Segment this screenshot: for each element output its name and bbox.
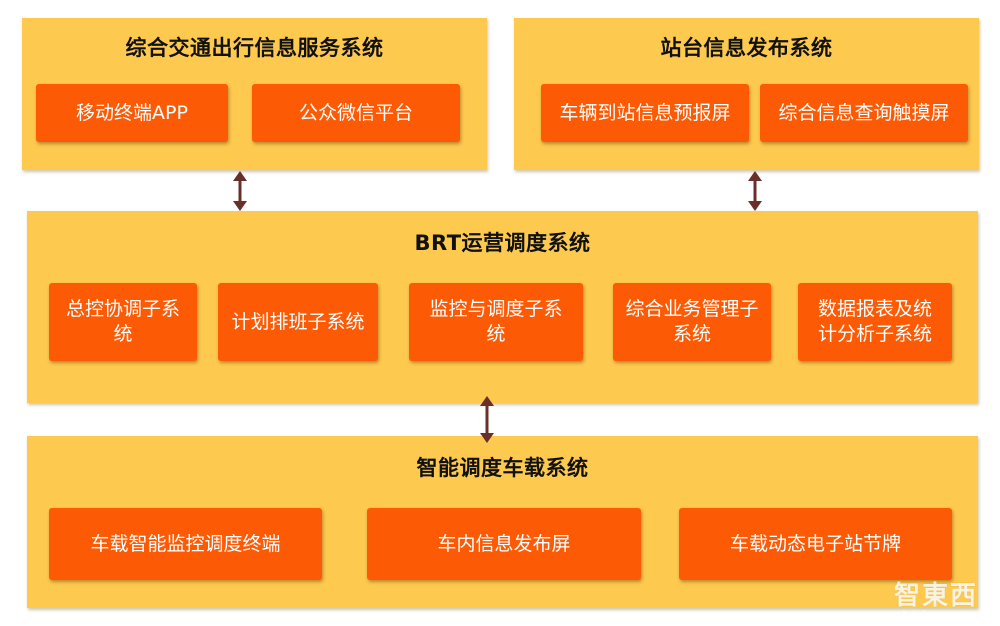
wechat-platform-box: 公众微信平台 [252, 84, 460, 142]
box-label-line: 计分析子系统 [817, 323, 932, 345]
box-label: 公众微信平台 [298, 101, 413, 124]
box-label-line: 总控协调子系 [65, 298, 180, 320]
monitor-dispatch-subsystem-box: 监控与调度子系 统 [409, 283, 583, 361]
business-management-subsystem-box: 综合业务管理子 系统 [613, 283, 771, 361]
report-statistics-subsystem-box: 数据报表及统 计分析子系统 [798, 283, 952, 361]
double-headed-arrow-icon [233, 171, 247, 211]
arrival-forecast-screen-box: 车辆到站信息预报屏 [541, 84, 749, 142]
station-info-panel: 站台信息发布系统 车辆到站信息预报屏 综合信息查询触摸屏 [514, 18, 979, 170]
panel-title: 站台信息发布系统 [660, 36, 833, 60]
onboard-system-panel: 智能调度车载系统 车载智能监控调度终端 车内信息发布屏 车载动态电子站节牌 [27, 436, 978, 608]
double-headed-arrow-icon [480, 396, 494, 443]
panel-title: BRT运营调度系统 [414, 231, 591, 255]
box-label: 综合信息查询触摸屏 [778, 101, 950, 124]
box-label-line: 监控与调度子系 [429, 298, 563, 320]
double-headed-arrow-icon [748, 171, 762, 211]
panel-title: 综合交通出行信息服务系统 [125, 36, 384, 60]
box-label: 计划排班子系统 [231, 310, 365, 333]
box-label: 车载动态电子站节牌 [729, 532, 901, 555]
scheduling-subsystem-box: 计划排班子系统 [218, 283, 378, 361]
mobile-app-box: 移动终端APP [36, 84, 228, 142]
dynamic-stop-sign-box: 车载动态电子站节牌 [679, 508, 952, 580]
box-label: 车辆到站信息预报屏 [559, 101, 731, 124]
box-label-line: 系统 [672, 323, 711, 345]
box-label: 移动终端APP [76, 101, 188, 124]
box-label: 车内信息发布屏 [437, 532, 571, 555]
master-coordination-subsystem-box: 总控协调子系 统 [49, 283, 197, 361]
integrated-travel-panel: 综合交通出行信息服务系统 移动终端APP 公众微信平台 [22, 18, 487, 170]
touch-query-screen-box: 综合信息查询触摸屏 [760, 84, 968, 142]
watermark-logo: 智東西 [893, 581, 978, 611]
watermark-subtext: zhidx.com [894, 610, 970, 620]
box-label-line: 综合业务管理子 [625, 298, 759, 320]
box-label: 车载智能监控调度终端 [90, 532, 281, 555]
box-label-line: 统 [486, 323, 506, 345]
panel-title: 智能调度车载系统 [416, 456, 589, 480]
brt-dispatch-panel: BRT运营调度系统 总控协调子系 统 计划排班子系统 监控与调度子系 统 综合业… [27, 211, 978, 403]
in-vehicle-info-screen-box: 车内信息发布屏 [367, 508, 641, 580]
box-label-line: 数据报表及统 [817, 298, 932, 320]
onboard-monitor-terminal-box: 车载智能监控调度终端 [49, 508, 322, 580]
box-label-line: 统 [113, 323, 133, 345]
